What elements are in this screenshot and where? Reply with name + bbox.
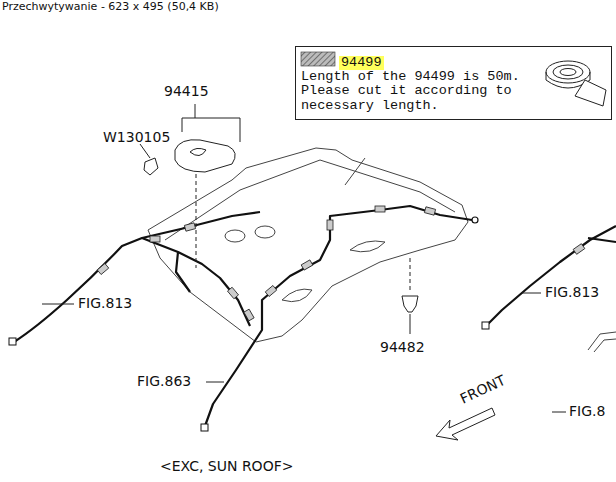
figure-reference: FIG.813: [78, 296, 132, 311]
direction-label: FRONT: [458, 373, 508, 407]
callout-number: W130105: [103, 130, 170, 145]
front-arrow: [436, 408, 495, 440]
variant-note: <EXC, SUN ROOF>: [160, 459, 293, 474]
tape-roll: [546, 61, 606, 106]
part-number: 94499: [339, 56, 384, 70]
tape-swatch: [301, 52, 335, 66]
figure-reference: FIG.863: [137, 374, 191, 389]
figure-reference: FIG.813: [545, 285, 599, 300]
callout-number: 94415: [164, 84, 209, 99]
callout-number: 94482: [380, 340, 425, 355]
sunroof-frame: [588, 332, 616, 352]
note-text: Length of the 94499 is 50m. Please cut i…: [301, 70, 539, 113]
roof-headliner: [148, 148, 468, 342]
wire-harness: [14, 206, 616, 426]
note-box: 94499Length of the 94499 is 50m. Please …: [295, 46, 612, 120]
harness-clip: [97, 206, 585, 321]
leader-line: [42, 104, 566, 412]
figure-reference: FIG.8: [569, 404, 605, 419]
window-title: Przechwytywanie - 623 x 495 (50,4 KB): [2, 1, 219, 13]
